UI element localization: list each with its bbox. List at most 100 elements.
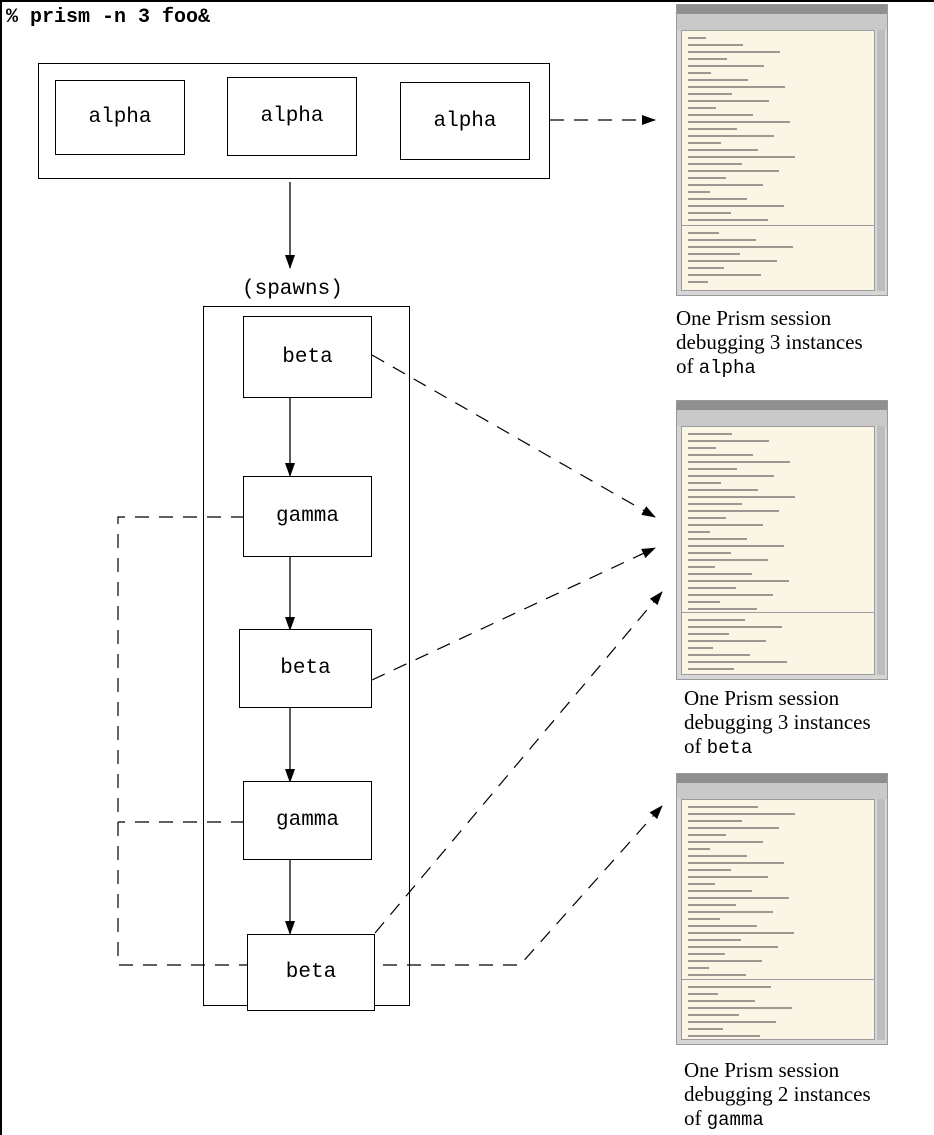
text-line <box>688 594 773 596</box>
source-pane <box>681 30 875 230</box>
spawns-label: (spawns) <box>242 278 343 301</box>
text-line <box>688 925 757 927</box>
gamma-bracket-link <box>117 516 663 966</box>
beta3-to-session-link <box>374 591 663 934</box>
session-caption-beta: One Prism session debugging 3 instances … <box>684 686 871 759</box>
text-line <box>688 496 795 498</box>
text-line <box>688 205 784 207</box>
text-line <box>688 587 736 589</box>
text-line <box>688 625 782 628</box>
text-line <box>688 939 741 941</box>
gamma-box-1: gamma <box>243 476 372 557</box>
program-name: gamma <box>706 1109 764 1131</box>
text-line <box>688 855 747 857</box>
text-line <box>688 897 789 899</box>
text-line <box>688 960 762 962</box>
text-line <box>688 883 715 885</box>
text-line <box>688 827 779 829</box>
text-line <box>688 601 720 603</box>
prism-window-thumbnail <box>676 773 888 1045</box>
text-line <box>688 274 761 277</box>
text-line <box>688 946 778 948</box>
text-line <box>688 632 729 635</box>
alpha-box-1: alpha <box>55 80 185 155</box>
text-line <box>688 267 724 270</box>
text-line <box>688 281 708 284</box>
command-pane <box>681 978 875 1040</box>
text-line <box>688 212 731 214</box>
text-line <box>688 433 732 435</box>
text-line <box>688 531 710 533</box>
text-line <box>688 904 736 906</box>
text-line <box>688 918 720 920</box>
text-line <box>688 246 793 249</box>
text-line <box>688 489 758 491</box>
session-caption-alpha: One Prism session debugging 3 instances … <box>676 306 863 379</box>
beta1-to-session-link <box>371 354 656 518</box>
beta-box-2: beta <box>239 629 372 708</box>
text-line <box>688 191 710 193</box>
text-line <box>688 639 766 642</box>
text-line <box>688 841 763 843</box>
text-line <box>688 660 787 663</box>
text-line <box>688 1027 723 1030</box>
text-line <box>688 653 750 656</box>
text-line <box>688 667 734 670</box>
text-line <box>688 806 758 808</box>
text-line <box>688 510 779 512</box>
text-line <box>688 107 716 109</box>
text-line <box>688 260 777 263</box>
text-line <box>688 820 742 822</box>
program-name: beta <box>706 737 753 759</box>
text-line <box>688 58 727 60</box>
text-line <box>688 86 785 88</box>
text-line <box>688 114 753 116</box>
text-line <box>688 1013 739 1016</box>
beta2-to-session-link <box>371 547 656 681</box>
alpha-box-2: alpha <box>227 77 357 156</box>
text-line <box>688 608 757 610</box>
command-line: % prism -n 3 foo& <box>6 6 211 29</box>
text-line <box>688 834 726 836</box>
text-line <box>688 37 706 39</box>
text-line <box>688 198 747 200</box>
command-pane <box>681 225 875 291</box>
text-line <box>688 170 779 172</box>
alpha-box-3: alpha <box>400 82 530 160</box>
text-line <box>688 911 773 913</box>
text-line <box>688 149 758 151</box>
text-line <box>688 142 721 144</box>
source-pane <box>681 426 875 618</box>
text-line <box>688 1020 776 1023</box>
text-line <box>688 524 763 526</box>
text-line <box>688 72 711 74</box>
text-line <box>688 79 748 81</box>
text-line <box>688 468 737 470</box>
beta-box-3: beta <box>247 934 375 1011</box>
text-line <box>688 1034 760 1037</box>
text-line <box>688 517 726 519</box>
text-line <box>688 618 745 621</box>
text-line <box>688 869 731 871</box>
text-line <box>688 44 743 46</box>
text-line <box>688 932 794 934</box>
text-line <box>688 862 784 864</box>
text-line <box>688 992 718 995</box>
text-line <box>688 232 719 235</box>
text-line <box>688 646 713 649</box>
text-line <box>688 239 756 242</box>
text-line <box>688 503 742 505</box>
text-line <box>688 890 752 892</box>
text-line <box>688 482 721 484</box>
text-line <box>688 177 726 179</box>
text-line <box>688 538 747 540</box>
text-line <box>688 953 725 955</box>
text-line <box>688 999 755 1002</box>
text-line <box>688 100 769 102</box>
text-line <box>688 559 768 561</box>
text-line <box>688 135 774 137</box>
program-name: alpha <box>698 357 756 379</box>
text-line <box>688 545 784 547</box>
text-line <box>688 184 763 186</box>
